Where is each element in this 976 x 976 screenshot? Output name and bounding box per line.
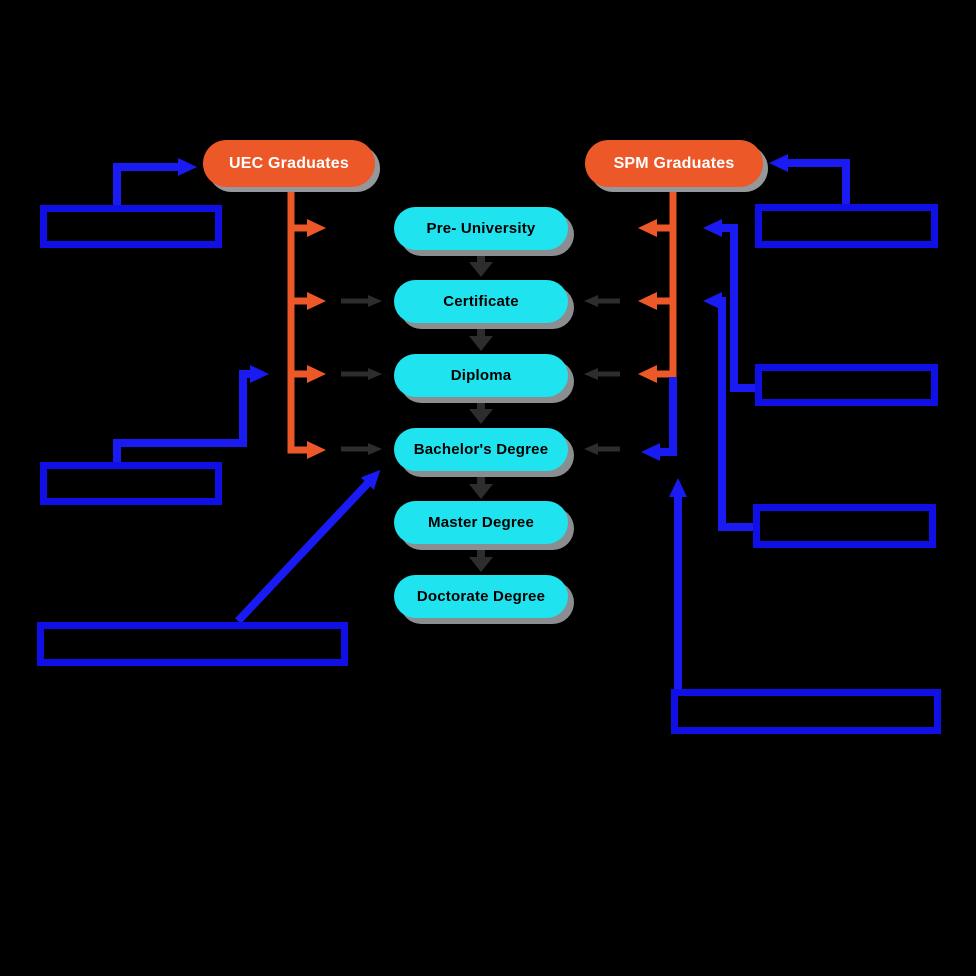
left-note-middle-box — [40, 462, 222, 505]
level-diploma-label: Diploma — [450, 367, 512, 384]
right-note-top-to-spm-arrow — [769, 154, 850, 204]
uec-graduates-node: UEC Graduates — [203, 140, 375, 187]
level-diploma-node: Diploma — [394, 354, 568, 397]
right-note-top-box — [755, 204, 938, 248]
level-bachelors-degree-node: Bachelor's Degree — [394, 428, 568, 471]
spm-blue-descender-to-bachelor-arrow — [641, 377, 677, 461]
right-note-lower-to-certificate-branch-arrow — [703, 292, 753, 531]
level-pre-university-node: Pre- University — [394, 207, 568, 250]
uec-graduates-label: UEC Graduates — [229, 154, 349, 172]
right-note-bottom-box — [671, 689, 941, 734]
left-note-top-to-uec-arrow — [113, 158, 197, 205]
right-note-upper-box — [755, 364, 938, 406]
level-doctorate-degree-label: Doctorate Degree — [416, 588, 546, 605]
spm-trunk-to-diploma-arrow — [638, 187, 677, 383]
uec-trunk-to-bachelor-arrow — [287, 187, 326, 459]
left-note-top-box — [40, 205, 222, 248]
level-master-degree-node: Master Degree — [394, 501, 568, 544]
level-doctorate-degree-node: Doctorate Degree — [394, 575, 568, 618]
spm-graduates-label: SPM Graduates — [613, 154, 735, 172]
left-note-bottom-box — [37, 622, 348, 666]
left-note-bottom-to-bachelor-diagonal-arrow — [235, 469, 381, 624]
level-master-degree-label: Master Degree — [428, 514, 534, 531]
right-note-lower-box — [753, 504, 936, 548]
level-certificate-node: Certificate — [394, 280, 568, 323]
level-pre-university-label: Pre- University — [426, 220, 536, 237]
left-note-middle-to-diploma-branch-arrow — [113, 365, 269, 462]
level-certificate-label: Certificate — [443, 293, 519, 310]
right-note-upper-to-preuni-branch-arrow — [703, 219, 755, 392]
spm-graduates-node: SPM Graduates — [585, 140, 763, 187]
level-bachelors-degree-label: Bachelor's Degree — [413, 441, 549, 458]
